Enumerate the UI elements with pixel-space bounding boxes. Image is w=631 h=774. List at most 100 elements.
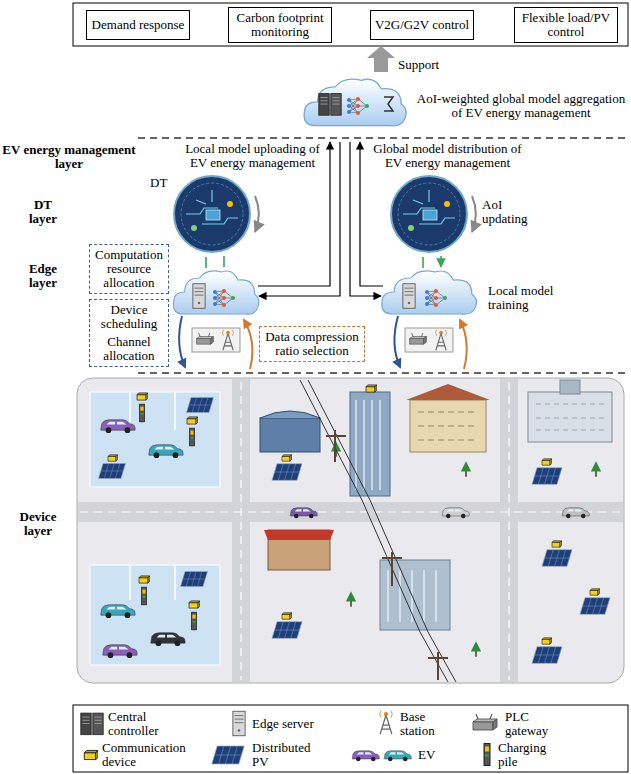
device-layer-illustration (137, 393, 148, 400)
layer-label: Edge layer (21, 262, 65, 290)
device-layer-illustration (139, 576, 150, 583)
gateway-station (436, 330, 447, 351)
compression-box: Data compression ratio selection (259, 326, 365, 362)
process-label: AoI-weighted global model aggregation of… (415, 92, 627, 120)
legend-icons (84, 750, 98, 759)
device-layer-illustration (532, 647, 562, 664)
device-layer-illustration (580, 598, 610, 615)
device-layer-illustration (461, 461, 471, 476)
device-layer-illustration (542, 550, 572, 567)
aggregation-cloud (319, 94, 341, 116)
device-layer-illustration (542, 638, 552, 644)
legend-icons (384, 751, 411, 762)
device-layer-illustration (528, 392, 612, 442)
legend-text: Edge server (252, 717, 342, 731)
edge-cloud (213, 289, 235, 307)
edge-cloud (173, 271, 476, 314)
node-text: Device scheduling (93, 303, 165, 331)
device-layer-illustration (471, 641, 481, 656)
layer-divider (138, 372, 628, 374)
application-box: Flexible load/PV control (514, 7, 618, 43)
application-box: V2G/G2V control (370, 10, 474, 40)
edge-cloud (403, 284, 415, 309)
digital-twin (174, 176, 250, 252)
device-layer-illustration (346, 591, 356, 606)
legend-text: EV (418, 748, 448, 762)
uplink-downlink-arrows (179, 316, 467, 369)
legend-icons (81, 711, 497, 766)
node-text: Carbon footprint monitoring (232, 11, 328, 39)
uplink-downlink-arrows (179, 316, 185, 367)
legend-icons (484, 744, 490, 766)
digital-twin (391, 176, 467, 252)
device-layer-illustration (99, 464, 126, 479)
resource-box: Computation resource allocation (89, 244, 169, 294)
device-layer-illustration (590, 589, 600, 595)
scheduling-box: Device schedulingChannel allocation (89, 299, 169, 367)
node-text: Data compression ratio selection (263, 330, 361, 358)
process-label: AoI updating (482, 198, 534, 226)
device-layer-illustration (149, 445, 183, 458)
layer-label: DT layer (21, 198, 65, 226)
edge-cloud (193, 284, 205, 309)
device-layer-illustration (536, 404, 604, 430)
uplink-downlink-arrows (394, 316, 400, 367)
device-layer-illustration (272, 622, 302, 639)
process-label: Local model training (488, 284, 562, 312)
application-frame (73, 3, 628, 46)
device-layer-illustration (101, 605, 135, 618)
device-layer-illustration (190, 428, 195, 446)
gateway-station (197, 333, 214, 344)
legend-frame (73, 705, 628, 772)
node-text: Flexible load/PV control (518, 11, 614, 39)
node-text: Demand response (90, 18, 186, 32)
node-text: V2G/G2V control (374, 18, 470, 32)
application-frame (73, 3, 628, 46)
layer-divider (138, 138, 628, 373)
device-layer-illustration (532, 468, 562, 485)
legend-text: Distributed PV (252, 741, 318, 768)
device-layer-illustration (380, 560, 450, 630)
aggregation-cloud (384, 97, 393, 111)
device-layer-illustration (260, 418, 320, 452)
node-text: Computation resource allocation (93, 248, 165, 290)
gateway-station (192, 328, 240, 352)
application-box: Demand response (86, 10, 190, 40)
device-layer-illustration (90, 565, 220, 665)
device-layer-illustration (130, 392, 175, 600)
application-box: Carbon footprint monitoring (228, 7, 332, 43)
uplink-downlink-arrows (244, 320, 252, 369)
device-layer-illustration (103, 645, 137, 658)
legend-text: Central controller (108, 710, 170, 737)
device-layer-illustration (108, 455, 118, 461)
device-layer-illustration (406, 384, 490, 400)
device-layer-illustration (272, 464, 302, 481)
device-layer-illustration (80, 382, 622, 680)
arrow-label: Support (398, 58, 439, 72)
edge-cloud (382, 271, 477, 314)
legend-text: Communication device (102, 741, 194, 768)
legend-icons (233, 711, 245, 736)
device-layer-illustration (290, 508, 317, 519)
device-layer-illustration (300, 380, 456, 682)
device-layer-illustration (562, 508, 589, 519)
legend-text: Charging pile (498, 741, 556, 768)
device-layer-illustration (560, 380, 580, 394)
legend-icons (212, 746, 244, 764)
device-layer-illustration (591, 461, 601, 476)
edge-cloud (173, 271, 258, 314)
legend-frame (73, 705, 628, 772)
device-layer-illustration (282, 613, 292, 619)
device-layer-illustration (442, 508, 469, 519)
legend-icons (352, 751, 379, 762)
device-layer-illustration (187, 417, 198, 424)
device-layer-illustration (350, 392, 390, 496)
device-layer-illustration (410, 400, 486, 452)
device-layer-illustration (366, 385, 377, 392)
device-layer-illustration (101, 420, 135, 433)
aggregation-cloud (347, 97, 369, 115)
edge-cloud (425, 289, 447, 307)
support-arrow (367, 46, 395, 72)
device-layer-illustration (326, 430, 448, 680)
